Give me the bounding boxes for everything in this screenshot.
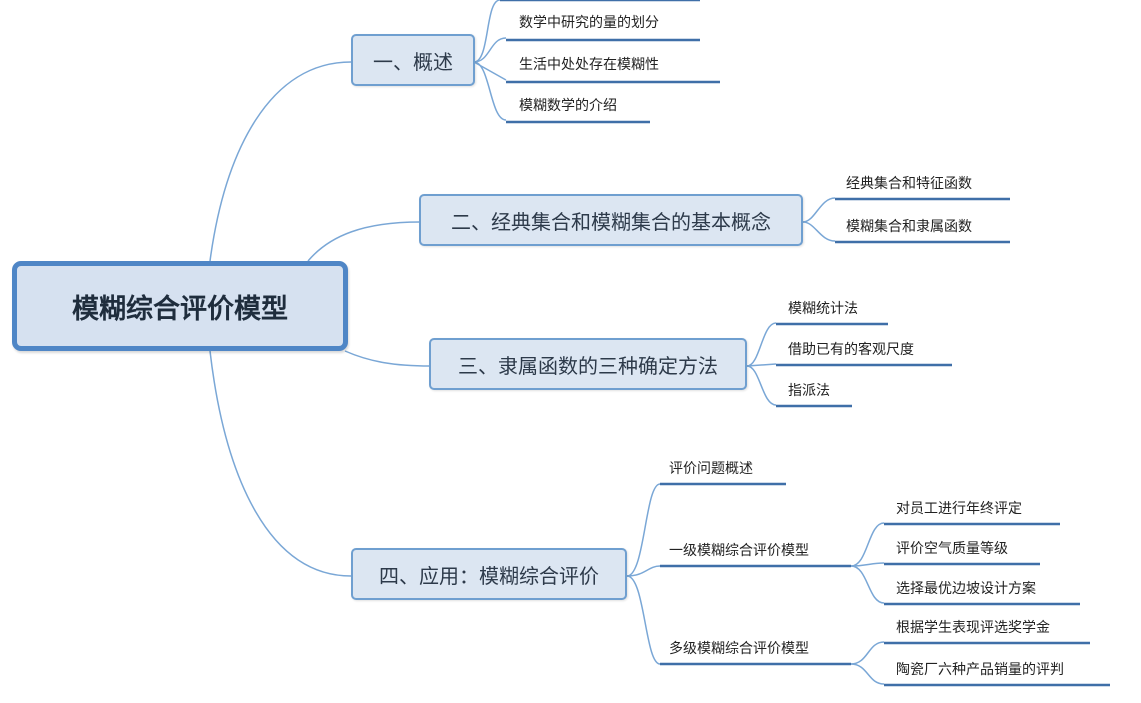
leaf-evaluation-overview[interactable]: 评价问题概述 (669, 461, 753, 477)
leaf-employee-evaluation[interactable]: 对员工进行年终评定 (896, 501, 1022, 517)
leaf-slope-design[interactable]: 选择最优边坡设计方案 (896, 581, 1036, 597)
leaf-fuzzy-set[interactable]: 模糊集合和隶属函数 (846, 219, 972, 235)
root-topic[interactable]: 模糊综合评价模型 (12, 261, 348, 351)
branch-application[interactable]: 四、应用：模糊综合评价 (351, 548, 627, 600)
branch-overview[interactable]: 一、概述 (351, 34, 475, 86)
leaf-assignment-method[interactable]: 指派法 (788, 383, 830, 399)
leaf-classic-set[interactable]: 经典集合和特征函数 (846, 176, 972, 192)
branch-basic-concepts[interactable]: 二、经典集合和模糊集合的基本概念 (419, 194, 803, 246)
branch-membership-methods[interactable]: 三、隶属函数的三种确定方法 (429, 338, 747, 390)
subbranch-single-level-model[interactable]: 一级模糊综合评价模型 (669, 543, 809, 559)
leaf-fuzziness-in-life[interactable]: 生活中处处存在模糊性 (519, 57, 659, 73)
leaf-ceramic-sales[interactable]: 陶瓷厂六种产品销量的评判 (896, 662, 1064, 678)
leaf-fuzzy-math-intro[interactable]: 模糊数学的介绍 (519, 98, 617, 114)
leaf-objective-scale[interactable]: 借助已有的客观尺度 (788, 342, 914, 358)
leaf-air-quality[interactable]: 评价空气质量等级 (896, 541, 1008, 557)
leaf-fuzzy-statistics[interactable]: 模糊统计法 (788, 301, 858, 317)
leaf-quantity-division[interactable]: 数学中研究的量的划分 (519, 15, 659, 31)
leaf-scholarship[interactable]: 根据学生表现评选奖学金 (896, 620, 1050, 636)
subbranch-multi-level-model[interactable]: 多级模糊综合评价模型 (669, 641, 809, 657)
